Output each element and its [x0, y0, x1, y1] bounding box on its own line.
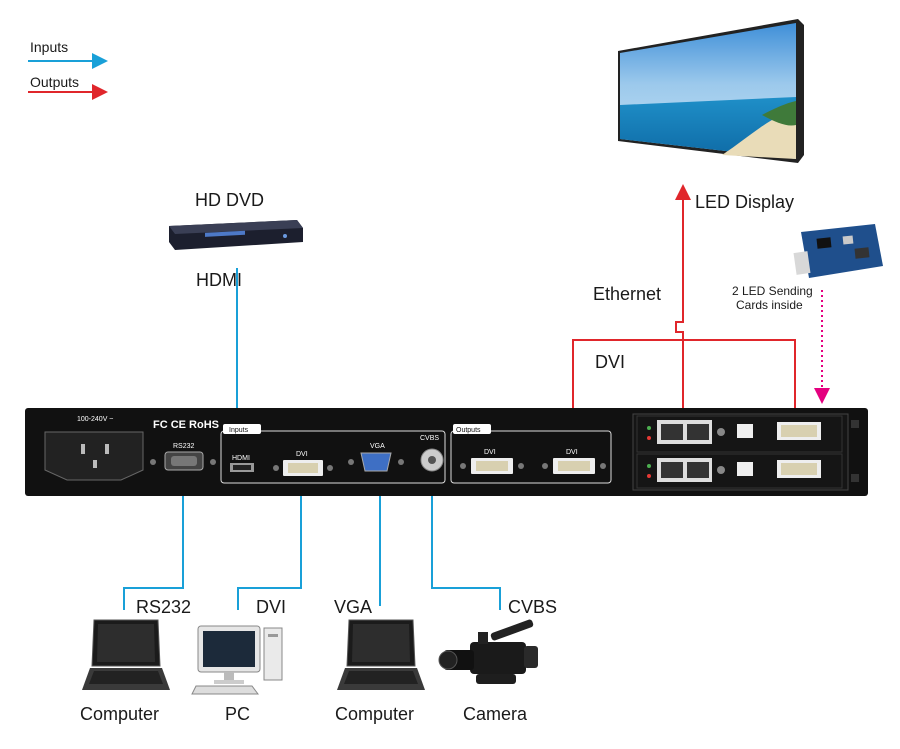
- dvi-source-label: DVI: [256, 597, 287, 617]
- camera-label: Camera: [463, 704, 528, 724]
- power-rating-label: 100-240V ~: [77, 416, 113, 423]
- inputs-group-label: Inputs: [229, 427, 249, 434]
- vga-port-label: VGA: [370, 443, 385, 450]
- vga-source-label: VGA: [334, 597, 373, 617]
- rs232-port-label: RS232: [173, 443, 195, 450]
- sending-cards-line2: Cards inside: [736, 298, 803, 312]
- computer-2-label: Computer: [335, 704, 415, 724]
- legend-inputs-label: Inputs: [30, 39, 69, 55]
- cvbs-input-line: [424, 474, 501, 610]
- dvi-input-port-label: DVI: [296, 451, 308, 458]
- hdmi-source-label: HDMI: [196, 270, 242, 290]
- video-processor-rear-panel: 100-240V ~ FC CE RoHS RS232 Inputs HDMI …: [25, 408, 868, 496]
- rs232-source-label: RS232: [136, 597, 192, 617]
- ethernet-label: Ethernet: [593, 284, 662, 304]
- laptop-icon: [82, 619, 170, 690]
- outputs-group-label: Outputs: [456, 427, 481, 434]
- cvbs-source-label: CVBS: [508, 597, 558, 617]
- sending-cards-line1: 2 LED Sending: [732, 284, 813, 298]
- sending-card-icon: [793, 224, 883, 278]
- computer-1-label: Computer: [80, 704, 160, 724]
- rear-panel-drawing: 100-240V ~ FC CE RoHS RS232 Inputs HDMI …: [44, 413, 859, 491]
- rs232-input-line: [123, 474, 191, 610]
- dvi-output-2-label: DVI: [566, 449, 578, 456]
- pc-label: PC: [225, 704, 251, 724]
- certification-marks: FC CE RoHS: [153, 419, 219, 431]
- desktop-pc-icon: [191, 625, 283, 695]
- dvi-input-line: [237, 474, 309, 610]
- laptop-icon: [337, 619, 425, 690]
- cvbs-port-label: CVBS: [420, 435, 439, 442]
- legend-outputs-label: Outputs: [30, 74, 80, 90]
- hd-dvd-label: HD DVD: [195, 190, 265, 210]
- led-display-icon: [618, 19, 804, 163]
- hd-dvd-player-icon: [169, 220, 303, 250]
- hdmi-port-label: HDMI: [232, 455, 250, 462]
- led-display-label: LED Display: [695, 192, 795, 212]
- dvi-output-1-label: DVI: [484, 449, 496, 456]
- video-camera-icon: [438, 619, 538, 684]
- dvi-output-label: DVI: [595, 352, 626, 372]
- ethernet-output-line: [675, 184, 691, 423]
